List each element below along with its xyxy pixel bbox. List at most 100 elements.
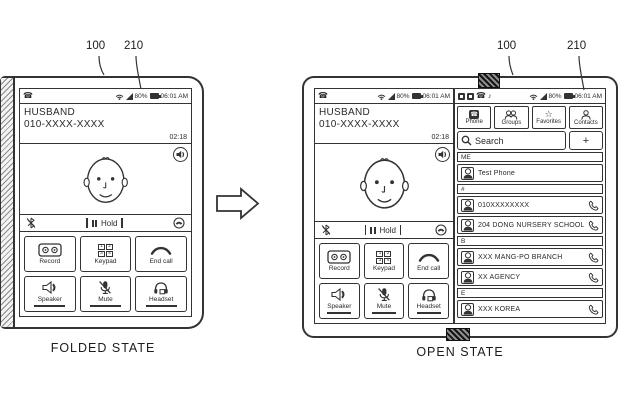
open-device: ☎ 80% 06:01 AM HUSBAND 010-XXXX-XXXX 02:…	[302, 76, 618, 338]
add-contact-button[interactable]: +	[569, 131, 603, 150]
mute-button[interactable]: Mute	[80, 276, 132, 312]
keypad-icon: 1234	[376, 250, 391, 264]
button-label: Mute	[98, 296, 112, 303]
caller-info: HUSBAND 010-XXXX-XXXX 02:18	[20, 104, 191, 144]
section-header: ME	[457, 152, 603, 162]
button-label: End call	[417, 265, 440, 272]
button-label: Speaker	[38, 296, 62, 303]
notification-icon	[458, 93, 465, 100]
end-call-button[interactable]: End call	[135, 236, 187, 272]
star-icon: ☆	[545, 110, 553, 119]
contact-row[interactable]: XXX KOREA	[457, 300, 603, 318]
call-icon[interactable]	[588, 272, 599, 283]
button-label: Record	[329, 265, 350, 272]
in-call-options-bar: Hold	[315, 221, 453, 239]
phone-tab-icon: ☎	[469, 110, 479, 119]
call-screen: ☎ 80% 06:01 AM HUSBAND 010-XXXX-XXXX 02:…	[314, 88, 454, 324]
tab-label: Groups	[502, 120, 522, 126]
speaker-button[interactable]: Speaker	[24, 276, 76, 312]
headset-button[interactable]: Headset	[135, 276, 187, 312]
contact-row[interactable]: 010XXXXXXXX	[457, 196, 603, 214]
headset-button[interactable]: Headset	[408, 283, 449, 319]
status-bar: ☎ ♪ 80% 06:01 AM	[455, 89, 605, 104]
end-call-button[interactable]: End call	[408, 243, 449, 279]
mute-icon	[98, 281, 112, 295]
battery-icon	[564, 93, 573, 99]
tab-label: Contacts	[574, 120, 598, 126]
folded-device: ☎ 80% 06:01 AM HUSBAND 010-XXXX-XXXX 02:…	[0, 76, 204, 329]
hold-button[interactable]: Hold	[101, 219, 117, 228]
contact-name: XX AGENCY	[478, 274, 584, 281]
groups-icon	[504, 110, 518, 120]
status-bar: ☎ 80% 06:01 AM	[315, 89, 453, 104]
battery-icon	[150, 93, 159, 99]
tab-groups[interactable]: Groups	[494, 106, 528, 129]
contact-row[interactable]: XX AGENCY	[457, 268, 603, 286]
signal-icon	[126, 93, 133, 100]
contact-row[interactable]: 204 DONG NURSERY SCHOOL	[457, 216, 603, 234]
caller-name: HUSBAND	[24, 107, 187, 118]
speaker-icon	[331, 288, 347, 302]
contact-row[interactable]: Test Phone	[457, 164, 603, 182]
tab-favorites[interactable]: ☆ Favorites	[532, 106, 566, 129]
call-icon[interactable]	[588, 252, 599, 263]
record-button[interactable]: Record	[319, 243, 360, 279]
call-record-icon[interactable]	[173, 217, 185, 229]
keypad-button[interactable]: 1234 Keypad	[80, 236, 132, 272]
cassette-icon	[327, 250, 351, 264]
bluetooth-off-icon[interactable]	[321, 224, 331, 236]
search-row: Search +	[455, 131, 605, 152]
caller-number: 010-XXXX-XXXX	[319, 119, 449, 130]
caller-info: HUSBAND 010-XXXX-XXXX 02:18	[315, 104, 453, 144]
ref-label-210-folded: 210	[124, 40, 143, 52]
avatar-icon	[461, 271, 474, 284]
bluetooth-off-icon[interactable]	[26, 217, 36, 229]
tab-phone[interactable]: ☎ Phone	[457, 106, 491, 129]
contact-name: 010XXXXXXXX	[478, 202, 584, 209]
call-buttons: Record 1234 Keypad End call Speaker Mute	[315, 239, 453, 323]
keypad-button[interactable]: 1234 Keypad	[364, 243, 405, 279]
avatar-icon	[461, 251, 474, 264]
speaker-indicator-icon	[173, 147, 188, 162]
button-label: Keypad	[94, 258, 116, 265]
battery-percent: 80%	[135, 93, 148, 100]
record-button[interactable]: Record	[24, 236, 76, 272]
mute-button[interactable]: Mute	[364, 283, 405, 319]
battery-icon	[412, 93, 421, 99]
tab-label: Phone	[465, 119, 482, 125]
button-label: Speaker	[327, 303, 351, 310]
wifi-icon	[377, 93, 386, 100]
speaker-button[interactable]: Speaker	[319, 283, 360, 319]
tab-contacts[interactable]: Contacts	[569, 106, 603, 129]
headset-icon	[421, 288, 437, 302]
caller-face-illustration	[78, 146, 133, 212]
search-input[interactable]: Search	[457, 131, 566, 150]
battery-percent: 80%	[397, 93, 410, 100]
call-record-icon[interactable]	[435, 224, 447, 236]
contact-row[interactable]: XXX MANG-PO BRANCH	[457, 248, 603, 266]
call-screen: ☎ 80% 06:01 AM HUSBAND 010-XXXX-XXXX 02:…	[19, 88, 192, 317]
wifi-icon	[529, 93, 538, 100]
status-time: 06:01 AM	[423, 93, 450, 100]
call-icon[interactable]	[588, 304, 599, 315]
search-icon	[461, 135, 472, 146]
end-call-icon	[418, 250, 440, 264]
button-label: Headset	[417, 303, 441, 310]
contacts-screen: ☎ ♪ 80% 06:01 AM ☎ Phone Gr	[454, 88, 606, 324]
pause-icon	[92, 220, 98, 227]
button-label: End call	[150, 258, 173, 265]
call-icon[interactable]	[588, 200, 599, 211]
status-bar: ☎ 80% 06:01 AM	[20, 89, 191, 104]
hold-button[interactable]: Hold	[380, 226, 396, 235]
call-icon[interactable]	[588, 220, 599, 231]
speaker-icon	[42, 281, 58, 295]
contact-name: XXX MANG-PO BRANCH	[478, 254, 584, 261]
avatar-icon	[461, 303, 474, 316]
note-icon: ♪	[488, 93, 492, 100]
folded-state-caption: FOLDED STATE	[18, 341, 188, 355]
ref-label-100-open: 100	[497, 40, 516, 52]
ref-label-210-open: 210	[567, 40, 586, 52]
caller-photo	[20, 144, 191, 214]
signal-icon	[388, 93, 395, 100]
notification-icon	[467, 93, 474, 100]
